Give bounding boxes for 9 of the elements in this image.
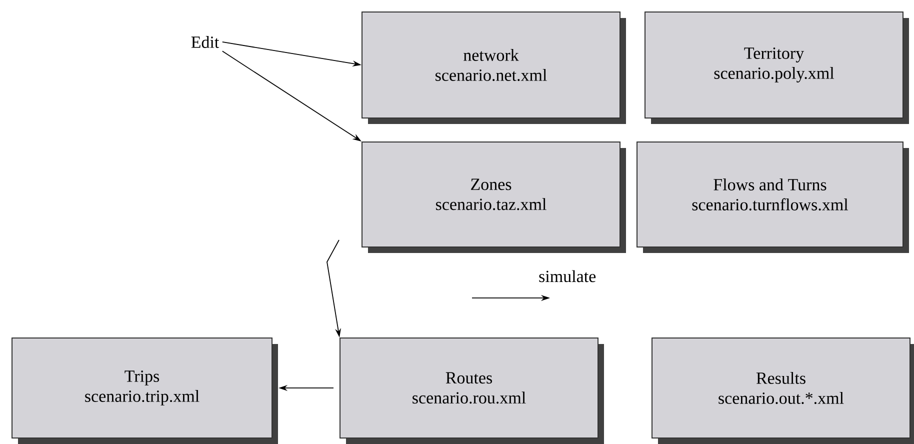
file-box: Zones scenario.taz.xml xyxy=(362,142,626,253)
action-label: Edit xyxy=(191,36,220,48)
file-box: network scenario.net.xml xyxy=(362,12,626,124)
file-box: Flows and Turns scenario.turnflows.xml xyxy=(636,142,909,253)
file-box: Trips scenario.trip.xml xyxy=(12,337,278,444)
file-box: Results scenario.out.*.xml xyxy=(652,337,914,444)
action-label: simulate xyxy=(539,270,596,282)
file-box: Routes scenario.rou.xml xyxy=(340,337,604,444)
file-box: Territory scenario.poly.xml xyxy=(644,12,909,124)
